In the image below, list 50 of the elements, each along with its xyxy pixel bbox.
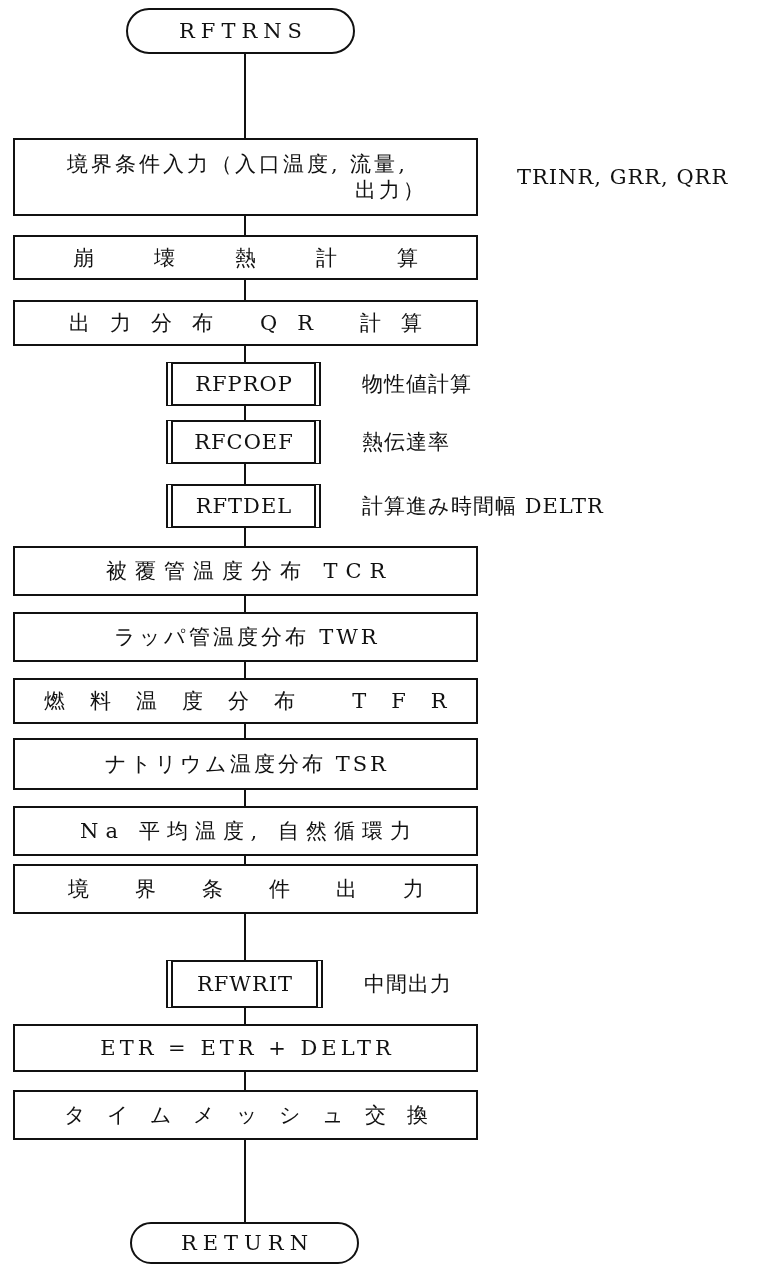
step-text: 燃料温度分布 TFR — [43, 688, 472, 715]
side-note: 中間出力 — [364, 971, 452, 998]
step-text: Na 平均温度, 自然循環力 — [79, 818, 418, 845]
step-text: ナトリウム温度分布 TSR — [104, 751, 389, 778]
process-box — [13, 738, 478, 790]
step-text: RFTRNS — [178, 19, 308, 43]
connector-line — [244, 1139, 246, 1223]
process-box — [13, 864, 478, 914]
step-text: RFPROP — [194, 372, 293, 396]
connector-line — [244, 913, 246, 961]
connector-line — [244, 405, 246, 421]
connector-line — [244, 463, 246, 485]
process-box — [13, 1024, 478, 1072]
step-text: 出力分布 QR 計算 — [68, 310, 442, 337]
connector-line — [244, 345, 246, 363]
process-box — [13, 300, 478, 346]
side-note: 物性値計算 — [362, 371, 472, 398]
terminator — [126, 8, 355, 54]
process-box — [13, 1090, 478, 1140]
step-text: RFCOEF — [193, 430, 294, 454]
step-text: タイムメッシュ交換 — [62, 1102, 449, 1129]
connector-line — [244, 1071, 246, 1091]
side-note: TRINR, GRR, QRR — [517, 165, 729, 189]
process-box — [13, 612, 478, 662]
connector-line — [244, 723, 246, 739]
step-text: RFTDEL — [194, 494, 293, 518]
step-text: RETURN — [179, 1231, 314, 1255]
side-note: 計算進み時間幅 DELTR — [362, 493, 604, 520]
connector-line — [244, 1007, 246, 1025]
connector-line — [244, 279, 246, 301]
step-text: ラッパ管温度分布 TWR — [113, 624, 380, 651]
step-text: 境界条件入力（入口温度, 流量, 出力） — [66, 150, 427, 204]
step-text: ETR = ETR + DELTR — [99, 1036, 395, 1060]
connector-line — [244, 595, 246, 613]
process-box — [13, 678, 478, 724]
connector-line — [244, 527, 246, 547]
step-text: 被覆管温度分布 TCR — [104, 558, 394, 585]
terminator — [130, 1222, 359, 1264]
side-note: 熱伝達率 — [362, 429, 450, 456]
process-box — [13, 235, 478, 280]
step-text: 境界条件出力 — [66, 876, 470, 903]
connector-line — [244, 53, 246, 139]
step-text: 崩壊熱計算 — [72, 244, 478, 272]
step-text: RFWRIT — [195, 972, 294, 996]
process-box — [13, 806, 478, 856]
process-box — [13, 546, 478, 596]
connector-line — [244, 215, 246, 236]
connector-line — [244, 855, 246, 865]
connector-line — [244, 789, 246, 807]
connector-line — [244, 661, 246, 679]
